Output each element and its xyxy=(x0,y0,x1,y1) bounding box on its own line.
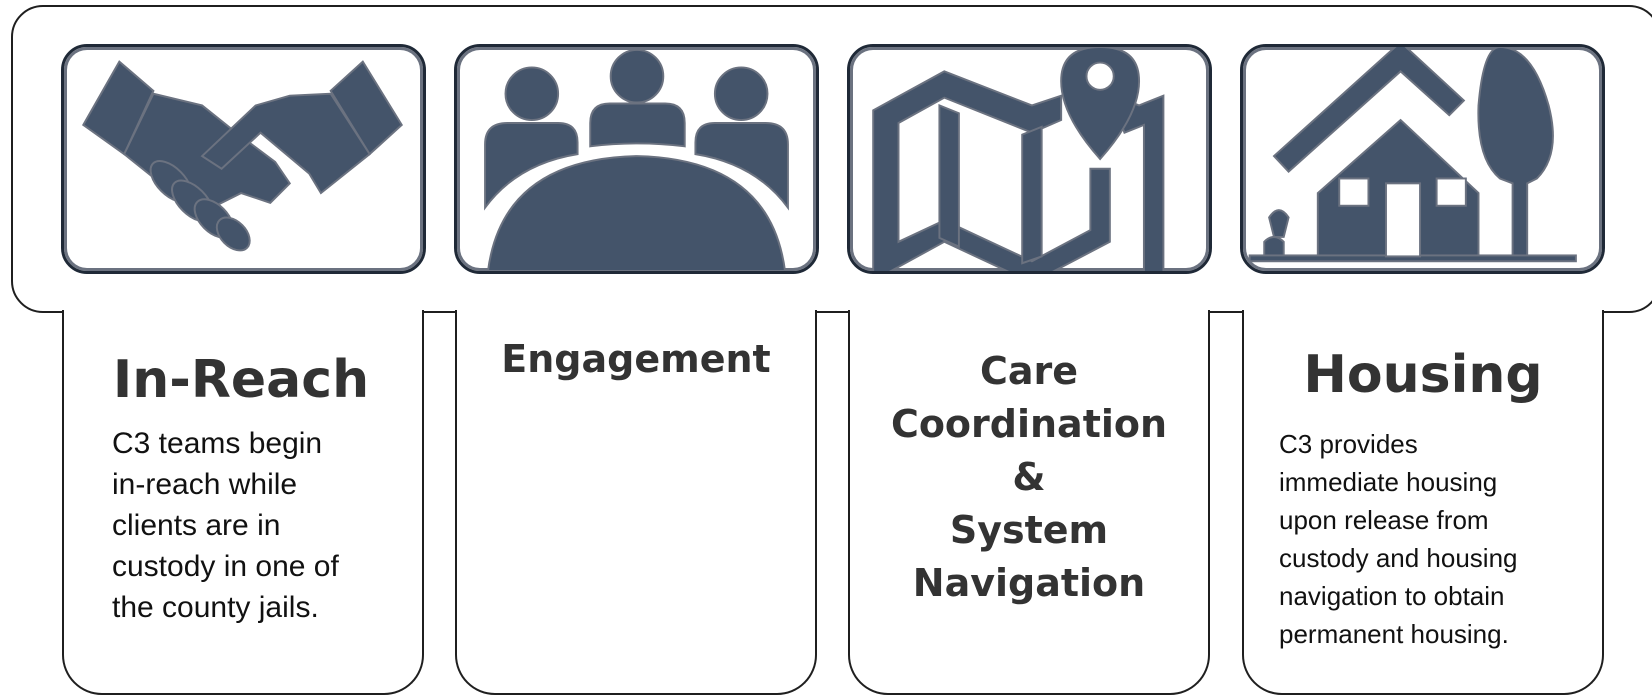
step-description: C3 teams begin in-reach while clients ar… xyxy=(112,427,339,624)
step-title: Housing xyxy=(1303,345,1543,405)
map-pin-icon xyxy=(847,44,1212,274)
step-title: Care Coordination & System Navigation xyxy=(890,349,1168,605)
step-card-engagement: Engagement xyxy=(455,310,817,695)
handshake-icon xyxy=(61,44,426,274)
step-title: Engagement xyxy=(501,337,771,381)
meeting-table-icon xyxy=(454,44,819,274)
step-description: C3 provides immediate housing upon relea… xyxy=(1279,429,1518,649)
step-card-housing: Housing C3 provides immediate housing up… xyxy=(1242,310,1604,695)
house-icon xyxy=(1240,44,1605,274)
step-card-in-reach: In-Reach C3 teams begin in-reach while c… xyxy=(62,310,424,695)
step-card-care-coordination: Care Coordination & System Navigation xyxy=(848,310,1210,695)
step-title: In-Reach xyxy=(112,350,370,410)
